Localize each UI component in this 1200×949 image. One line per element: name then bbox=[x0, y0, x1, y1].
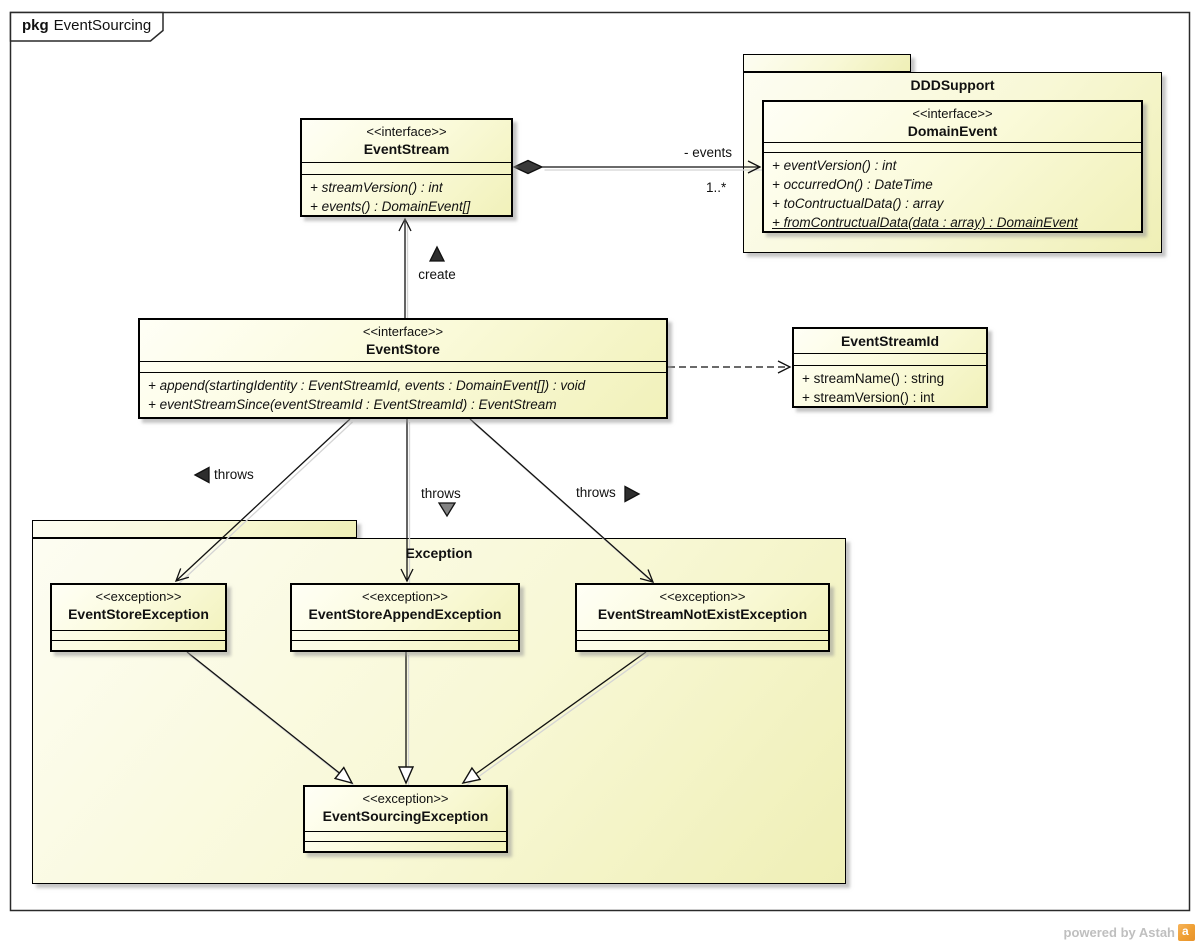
stereotype-label: <<interface>> bbox=[362, 324, 444, 339]
ddd-support-package-tab[interactable] bbox=[743, 54, 911, 72]
operation: + streamVersion() : int bbox=[310, 180, 443, 195]
class-name: EventStreamNotExistException bbox=[597, 606, 808, 622]
class-eventsourcingexception[interactable]: <<exception>> EventSourcingException bbox=[303, 785, 508, 853]
operation: + append(startingIdentity : EventStreamI… bbox=[148, 378, 586, 393]
operation: + events() : DomainEvent[] bbox=[310, 199, 471, 214]
operations-compartment bbox=[292, 640, 518, 650]
operations-compartment: + streamName() : string + streamVersion(… bbox=[794, 365, 986, 410]
operation: + toContructualData() : array bbox=[772, 196, 944, 211]
stereotype-label: <<exception>> bbox=[95, 589, 182, 604]
class-name: EventStream bbox=[363, 141, 450, 157]
class-name: EventStoreException bbox=[68, 606, 209, 622]
throws-left-triangle-icon bbox=[193, 466, 210, 484]
exception-package-tab[interactable] bbox=[32, 520, 357, 538]
stereotype-label: <<exception>> bbox=[659, 589, 746, 604]
operations-compartment bbox=[52, 640, 225, 650]
exception-package-name: Exception bbox=[405, 545, 473, 561]
frame-name: EventSourcing bbox=[53, 17, 152, 34]
astah-logo-icon bbox=[1178, 924, 1195, 941]
operations-compartment: + streamVersion() : int + events() : Dom… bbox=[302, 174, 511, 219]
throws-middle-label: throws bbox=[421, 486, 461, 501]
attributes-compartment bbox=[577, 630, 828, 640]
class-header: <<exception>> EventStreamNotExistExcepti… bbox=[577, 585, 828, 630]
stereotype-label: <<interface>> bbox=[912, 106, 993, 121]
watermark: powered by Astah bbox=[1064, 924, 1195, 941]
aggregation-multiplicity-label: 1..* bbox=[706, 180, 727, 195]
stereotype-label: <<exception>> bbox=[361, 589, 449, 604]
class-eventstoreappendexception[interactable]: <<exception>> EventStoreAppendException bbox=[290, 583, 520, 652]
stereotype-label: <<exception>> bbox=[362, 791, 449, 806]
class-eventstoreexception[interactable]: <<exception>> EventStoreException bbox=[50, 583, 227, 652]
throws-middle-triangle-icon bbox=[437, 502, 457, 518]
aggregation-diamond-icon bbox=[512, 159, 544, 175]
class-name: EventStoreAppendException bbox=[308, 606, 502, 622]
throws-left-label: throws bbox=[214, 467, 254, 482]
operations-compartment bbox=[305, 841, 506, 851]
attributes-compartment bbox=[794, 353, 986, 365]
class-eventstore[interactable]: <<interface>> EventStore + append(starti… bbox=[138, 318, 668, 419]
ddd-support-package-name: DDDSupport bbox=[910, 77, 995, 93]
frame-kind: pkg bbox=[22, 17, 49, 34]
class-header: <<interface>> EventStore bbox=[140, 320, 666, 361]
attributes-compartment bbox=[305, 831, 506, 841]
class-header: <<exception>> EventStoreAppendException bbox=[292, 585, 518, 630]
aggregation-role-label: - events bbox=[683, 145, 732, 160]
create-direction-up-triangle-icon bbox=[428, 245, 446, 262]
operations-compartment: + append(startingIdentity : EventStreamI… bbox=[140, 372, 666, 417]
operation-static: + fromContructualData(data : array) : Do… bbox=[772, 215, 1078, 230]
operation: + streamName() : string bbox=[802, 371, 945, 386]
operation: + eventStreamSince(eventStreamId : Event… bbox=[148, 397, 557, 412]
watermark-text: powered by Astah bbox=[1063, 925, 1175, 940]
operation: + eventVersion() : int bbox=[772, 158, 897, 173]
class-header: <<interface>> EventStream bbox=[302, 120, 511, 162]
operation: + occurredOn() : DateTime bbox=[772, 177, 933, 192]
throws-right-label: throws bbox=[576, 485, 616, 500]
class-header: EventStreamId bbox=[794, 329, 986, 353]
class-header: <<exception>> EventStoreException bbox=[52, 585, 225, 630]
stereotype-label: <<interface>> bbox=[366, 124, 447, 139]
class-name: EventSourcingException bbox=[322, 808, 489, 824]
class-name: EventStore bbox=[366, 341, 440, 357]
class-domainevent[interactable]: <<interface>> DomainEvent + eventVersion… bbox=[762, 100, 1143, 233]
class-eventstream[interactable]: <<interface>> EventStream + streamVersio… bbox=[300, 118, 513, 217]
operation: + streamVersion() : int bbox=[802, 390, 935, 405]
attributes-compartment bbox=[764, 142, 1141, 152]
class-name: EventStreamId bbox=[840, 333, 940, 349]
class-name: DomainEvent bbox=[907, 123, 998, 139]
attributes-compartment bbox=[302, 162, 511, 174]
class-eventstreamnotexistexception[interactable]: <<exception>> EventStreamNotExistExcepti… bbox=[575, 583, 830, 652]
create-label: create bbox=[418, 267, 456, 282]
operations-compartment: + eventVersion() : int + occurredOn() : … bbox=[764, 152, 1141, 235]
attributes-compartment bbox=[140, 361, 666, 372]
operations-compartment bbox=[577, 640, 828, 650]
class-eventstreamid[interactable]: EventStreamId + streamName() : string + … bbox=[792, 327, 988, 408]
throws-right-triangle-icon bbox=[624, 485, 641, 503]
attributes-compartment bbox=[52, 630, 225, 640]
attributes-compartment bbox=[292, 630, 518, 640]
class-header: <<exception>> EventSourcingException bbox=[305, 787, 506, 831]
class-header: <<interface>> DomainEvent bbox=[764, 102, 1141, 142]
